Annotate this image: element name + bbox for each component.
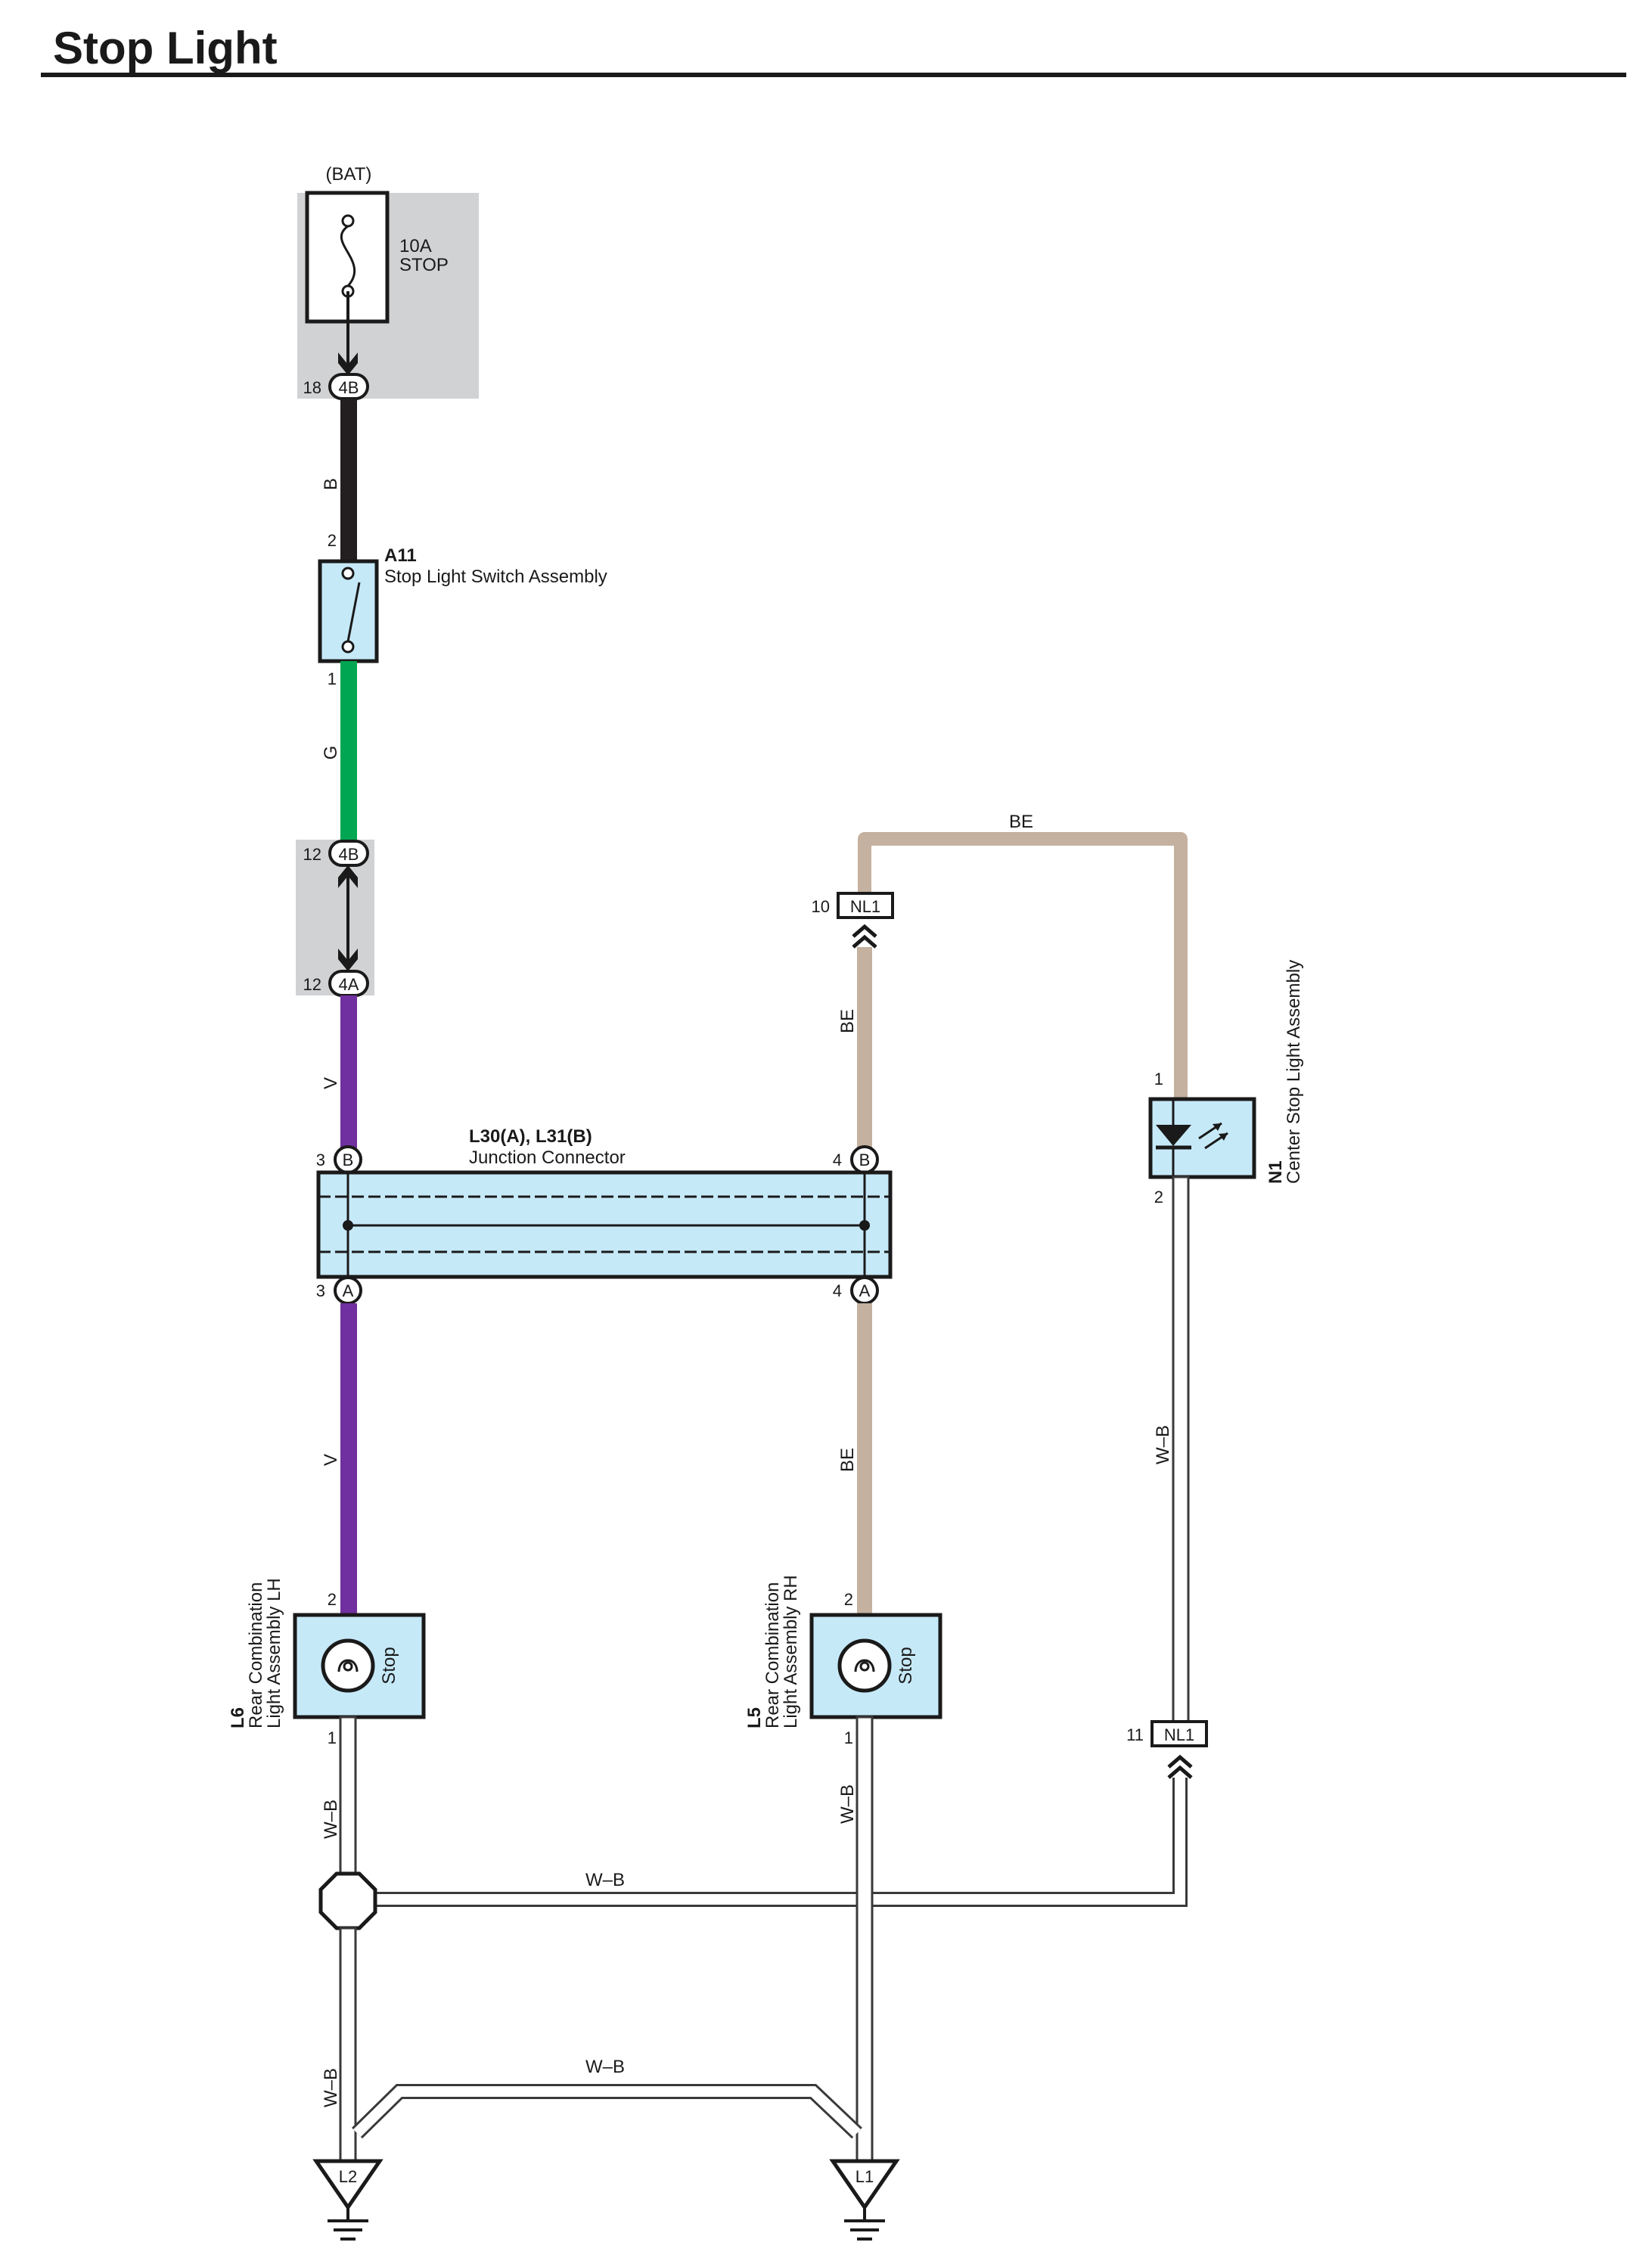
page-title: Stop Light <box>53 23 278 73</box>
fuse-name: STOP <box>399 255 449 275</box>
wire-label-v-lower: V <box>321 1454 341 1466</box>
wire-label-wb-lh: W–B <box>321 1800 341 1839</box>
wire-label-be-middle: BE <box>837 1009 858 1033</box>
nl1-bottom-arrows-icon <box>1167 1754 1193 1779</box>
splice-point <box>318 1871 377 1930</box>
center-stop-pin-bottom: 2 <box>1154 1188 1163 1206</box>
wire-wb-crossover-fill <box>353 2086 861 2138</box>
wire-wb-center-to-nl1 <box>1172 1175 1190 1723</box>
wire-green-switch-to-junction <box>340 661 357 843</box>
wire-wb-splice-outline <box>373 1778 1188 1907</box>
junction-pin-left-top-letter: B <box>343 1151 354 1169</box>
wire-wb-splice-fill <box>373 1778 1185 1905</box>
junction-top-connector-pin: 12 <box>303 845 321 864</box>
fuse-connector-label: 4B <box>339 378 359 397</box>
wire-wb-lh-to-splice <box>339 1716 357 1875</box>
rear-rh-name-line2: Light Assembly RH <box>781 1575 801 1728</box>
rear-rh-function: Stop <box>896 1647 916 1684</box>
wire-violet-junction-to-connector <box>340 995 357 1151</box>
wire-label-wb-rh: W–B <box>837 1784 858 1824</box>
wire-label-b: B <box>321 478 341 490</box>
wire-label-wb-lower-left: W–B <box>321 2068 341 2107</box>
fuse-icon <box>340 214 356 321</box>
junction-node-left <box>343 1220 353 1231</box>
junction-top-connector-label: 4B <box>339 845 359 864</box>
wire-label-v-upper: V <box>321 1077 341 1089</box>
fuse-source-label: (BAT) <box>326 164 372 185</box>
rear-lh-code: L6 <box>228 1707 248 1728</box>
rear-lh-name-line2: Light Assembly LH <box>264 1578 284 1728</box>
nl1-bottom-connector-label: NL1 <box>1164 1725 1194 1744</box>
junction-bottom-connector-label: 4A <box>339 975 359 994</box>
connector-arrow-up-icon <box>338 865 358 888</box>
ground-l1-label: L1 <box>856 2167 874 2186</box>
rear-lh-function: Stop <box>379 1647 399 1684</box>
switch-code: A11 <box>384 545 417 566</box>
junction-bottom-connector-pin: 12 <box>303 975 321 994</box>
wire-beige-nl1-to-connector <box>857 947 872 1151</box>
bulb-icon <box>321 1638 375 1693</box>
led-icon <box>1156 1099 1228 1177</box>
junction-pin-left-bottom-letter: A <box>343 1281 354 1300</box>
wire-wb-splice-to-ground <box>339 1927 357 2163</box>
rear-lh-name-line1: Rear Combination <box>246 1582 266 1728</box>
center-stop-light-body <box>1148 1097 1256 1179</box>
center-stop-name: Center Stop Light Assembly <box>1284 960 1304 1184</box>
title-underline <box>41 73 1626 77</box>
nl1-top-arrows-icon <box>852 924 877 949</box>
junction-pin-right-top-number: 4 <box>833 1151 842 1169</box>
nl1-top-connector-box <box>837 892 894 919</box>
junction-pin-left-bottom-number: 3 <box>316 1281 325 1300</box>
wire-label-wb-crossover: W–B <box>585 2057 625 2077</box>
bulb-icon <box>837 1638 892 1693</box>
rear-rh-pin-bottom: 1 <box>844 1728 853 1747</box>
junction-node-right <box>859 1220 870 1231</box>
ground-l1-triangle <box>829 2159 900 2211</box>
switch-pin-top: 2 <box>328 531 337 550</box>
ground-icon <box>328 2207 368 2241</box>
junction-pin-right-bottom-number: 4 <box>833 1281 842 1300</box>
junction-connector-name: Junction Connector <box>469 1147 626 1168</box>
switch-contact-icon <box>341 567 361 654</box>
rear-rh-name-line1: Rear Combination <box>762 1582 783 1728</box>
wire-beige-top-loop <box>858 832 1188 1099</box>
ground-l2-label: L2 <box>339 2167 357 2186</box>
ground-l2-triangle <box>312 2159 384 2211</box>
connector-arrow-icon <box>338 352 358 375</box>
nl1-top-connector-label: NL1 <box>850 897 880 916</box>
junction-pin-right-bottom-letter: A <box>859 1281 871 1300</box>
wire-beige-connector-to-rh <box>857 1303 872 1615</box>
wire-label-wb-center: W–B <box>1153 1425 1173 1464</box>
connector-arrow-down-icon <box>338 949 358 971</box>
wire-violet-connector-to-lh <box>340 1303 357 1615</box>
junction-pin-left-top-number: 3 <box>316 1151 325 1169</box>
rear-rh-code: L5 <box>744 1707 765 1728</box>
fuse-connector-pin: 18 <box>303 378 321 397</box>
wire-label-g: G <box>321 746 341 760</box>
wire-wb-rh-to-ground <box>856 1716 874 2163</box>
fuse-rating: 10A <box>399 236 432 256</box>
wire-label-be-top: BE <box>1009 812 1033 832</box>
rear-rh-pin-top: 2 <box>844 1590 853 1609</box>
wire-wb-crossover-outline <box>351 2084 862 2139</box>
rear-lh-pin-bottom: 1 <box>328 1728 337 1747</box>
junction-pin-right-top-letter: B <box>859 1151 871 1169</box>
wire-label-wb-splice: W–B <box>585 1870 625 1890</box>
rear-lh-pin-top: 2 <box>328 1590 337 1609</box>
center-stop-pin-top: 1 <box>1154 1070 1163 1088</box>
junction-connector-code: L30(A), L31(B) <box>469 1126 592 1147</box>
nl1-bottom-connector-pin: 11 <box>1126 1725 1144 1744</box>
center-stop-code: N1 <box>1265 1160 1286 1184</box>
nl1-bottom-connector-box <box>1150 1720 1208 1747</box>
nl1-top-connector-pin: 10 <box>812 897 830 916</box>
wire-label-be-lower: BE <box>837 1448 858 1472</box>
switch-pin-bottom: 1 <box>328 669 337 688</box>
ground-icon <box>844 2207 885 2241</box>
switch-name: Stop Light Switch Assembly <box>384 567 607 587</box>
wire-black-fuse-to-switch <box>340 399 357 564</box>
